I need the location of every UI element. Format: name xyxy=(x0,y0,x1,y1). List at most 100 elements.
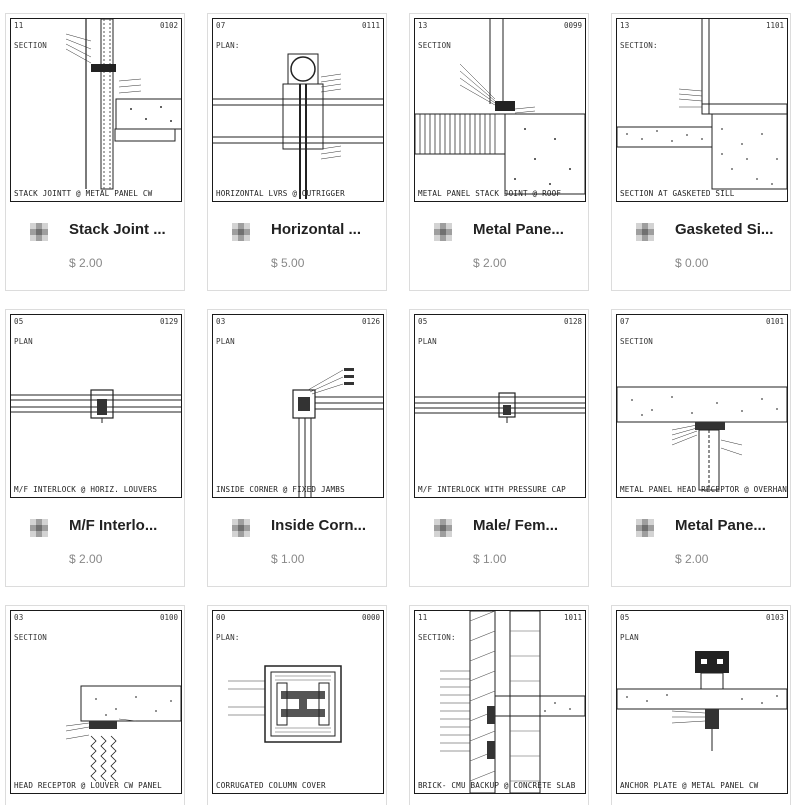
detail-number: 00 xyxy=(216,613,226,622)
product-thumbnail[interactable]: 07 PLAN: 0111 HORIZONTAL LVRS @ OUTRIGGE… xyxy=(212,18,384,202)
product-card[interactable]: 13 SECTION 0099 METAL PANEL STACK JOINT … xyxy=(409,13,589,291)
product-card[interactable]: 13 SECTION: 1101 SECTION AT GASKETED SIL… xyxy=(611,13,791,291)
product-card[interactable]: 05 PLAN 0103 ANCHOR PLATE @ METAL PANEL … xyxy=(611,605,791,805)
product-thumbnail[interactable]: 05 PLAN 0103 ANCHOR PLATE @ METAL PANEL … xyxy=(616,610,788,794)
product-price: $ 5.00 xyxy=(271,256,305,270)
product-card[interactable]: 00 PLAN: 0000 CORRUGATED COLUMN COVER xyxy=(207,605,387,805)
product-thumbnail[interactable]: 13 SECTION 0099 METAL PANEL STACK JOINT … xyxy=(414,18,586,202)
detail-number: 03 xyxy=(14,613,24,622)
view-label: PLAN: xyxy=(216,633,240,642)
detail-number: 11 xyxy=(14,21,24,30)
product-thumbnail[interactable]: 07 SECTION 0101 METAL PANEL HEAD RECEPTO… xyxy=(616,314,788,498)
product-card[interactable]: 05 PLAN 0128 M/F INTERLOCK WITH PRESSURE… xyxy=(409,309,589,587)
product-thumbnail[interactable]: 05 PLAN 0128 M/F INTERLOCK WITH PRESSURE… xyxy=(414,314,586,498)
detail-drawing xyxy=(65,685,181,782)
product-type-icon xyxy=(232,223,250,241)
view-label: PLAN xyxy=(14,337,33,346)
detail-drawing xyxy=(292,368,383,497)
drawing-caption: M/F INTERLOCK @ HORIZ. LOUVERS xyxy=(14,485,158,494)
product-thumbnail[interactable]: 13 SECTION: 1101 SECTION AT GASKETED SIL… xyxy=(616,18,788,202)
detail-drawing xyxy=(617,19,787,190)
product-card[interactable]: 05 PLAN 0129 M/F INTERLOCK @ HORIZ. LOUV… xyxy=(5,309,185,587)
detail-number: 05 xyxy=(620,613,630,622)
product-card[interactable]: 07 PLAN: 0111 HORIZONTAL LVRS @ OUTRIGGE… xyxy=(207,13,387,291)
product-title[interactable]: M/F Interlo... xyxy=(69,517,158,534)
detail-drawing xyxy=(415,392,585,423)
view-label: PLAN xyxy=(620,633,639,642)
detail-code: 0129 xyxy=(159,317,178,326)
product-title[interactable]: Metal Pane... xyxy=(473,221,564,238)
detail-drawing xyxy=(440,611,585,793)
drawing-caption: STACK JOINTT @ METAL PANEL CW xyxy=(14,189,153,198)
detail-number: 11 xyxy=(418,613,428,622)
product-price: $ 2.00 xyxy=(69,552,103,566)
product-type-icon xyxy=(434,519,452,537)
view-label: SECTION xyxy=(14,41,48,50)
detail-number: 05 xyxy=(14,317,24,326)
drawing-caption: CORRUGATED COLUMN COVER xyxy=(216,781,326,790)
product-card[interactable]: 11 SECTION: 1011 BRICK- CMU BACKUP @ CON… xyxy=(409,605,589,805)
product-type-icon xyxy=(232,519,250,537)
detail-number: 07 xyxy=(216,21,226,30)
product-card[interactable]: 11 SECTION 0102 STACK JOINTT @ METAL PAN… xyxy=(5,13,185,291)
drawing-caption: HEAD RECEPTOR @ LOUVER CW PANEL xyxy=(14,781,162,790)
detail-number: 13 xyxy=(620,21,630,30)
product-price: $ 1.00 xyxy=(271,552,305,566)
detail-code: 1101 xyxy=(765,21,784,30)
product-price: $ 2.00 xyxy=(675,552,709,566)
view-label: PLAN xyxy=(216,337,235,346)
detail-code: 1011 xyxy=(563,613,582,622)
product-title[interactable]: Male/ Fem... xyxy=(473,517,559,534)
view-label: SECTION xyxy=(14,633,48,642)
product-type-icon xyxy=(30,519,48,537)
view-label: SECTION xyxy=(620,337,654,346)
view-label: SECTION: xyxy=(620,41,658,50)
product-thumbnail[interactable]: 03 PLAN 0126 INSIDE CORNER @ FIXED JAMBS xyxy=(212,314,384,498)
drawing-caption: BRICK- CMU BACKUP @ CONCRETE SLAB xyxy=(418,781,576,790)
product-title[interactable]: Stack Joint ... xyxy=(69,221,166,238)
detail-code: 0099 xyxy=(563,21,582,30)
product-thumbnail[interactable]: 05 PLAN 0129 M/F INTERLOCK @ HORIZ. LOUV… xyxy=(10,314,182,498)
product-thumbnail[interactable]: 11 SECTION: 1011 BRICK- CMU BACKUP @ CON… xyxy=(414,610,586,794)
product-title[interactable]: Inside Corn... xyxy=(271,517,367,534)
detail-code: 0128 xyxy=(563,317,582,326)
detail-drawing xyxy=(213,53,383,199)
view-label: PLAN xyxy=(418,337,437,346)
product-card[interactable]: 07 SECTION 0101 METAL PANEL HEAD RECEPTO… xyxy=(611,309,791,587)
product-type-icon xyxy=(434,223,452,241)
detail-code: 0103 xyxy=(765,613,784,622)
view-label: SECTION xyxy=(418,41,452,50)
drawing-caption: SECTION AT GASKETED SILL xyxy=(620,189,735,198)
product-price: $ 2.00 xyxy=(473,256,507,270)
product-title[interactable]: Horizontal ... xyxy=(271,221,361,238)
product-thumbnail[interactable]: 03 SECTION 0100 HEAD RECEPTOR @ LOUVER C… xyxy=(10,610,182,794)
detail-drawing xyxy=(65,19,181,190)
detail-number: 07 xyxy=(620,317,630,326)
product-card[interactable]: 03 PLAN 0126 INSIDE CORNER @ FIXED JAMBS… xyxy=(207,309,387,587)
detail-code: 0102 xyxy=(159,21,178,30)
product-price: $ 1.00 xyxy=(473,552,507,566)
detail-code: 0126 xyxy=(361,317,380,326)
detail-code: 0101 xyxy=(765,317,784,326)
product-thumbnail[interactable]: 11 SECTION 0102 STACK JOINTT @ METAL PAN… xyxy=(10,18,182,202)
detail-number: 03 xyxy=(216,317,226,326)
detail-drawing xyxy=(11,389,181,423)
detail-drawing xyxy=(415,19,585,195)
drawing-caption: METAL PANEL HEAD RECEPTOR @ OVERHANG xyxy=(620,485,788,494)
product-title[interactable]: Metal Pane... xyxy=(675,517,766,534)
product-type-icon xyxy=(636,223,654,241)
product-price: $ 2.00 xyxy=(69,256,103,270)
product-card[interactable]: 03 SECTION 0100 HEAD RECEPTOR @ LOUVER C… xyxy=(5,605,185,805)
detail-drawing xyxy=(617,386,787,491)
detail-number: 05 xyxy=(418,317,428,326)
product-type-icon xyxy=(30,223,48,241)
product-type-icon xyxy=(636,519,654,537)
product-title[interactable]: Gasketed Si... xyxy=(675,221,774,238)
detail-code: 0000 xyxy=(361,613,380,622)
product-thumbnail[interactable]: 00 PLAN: 0000 CORRUGATED COLUMN COVER xyxy=(212,610,384,794)
detail-code: 0100 xyxy=(159,613,178,622)
drawing-caption: METAL PANEL STACK JOINT @ ROOF xyxy=(418,189,562,198)
drawing-caption: INSIDE CORNER @ FIXED JAMBS xyxy=(216,485,345,494)
drawing-caption: HORIZONTAL LVRS @ OUTRIGGER xyxy=(216,189,345,198)
